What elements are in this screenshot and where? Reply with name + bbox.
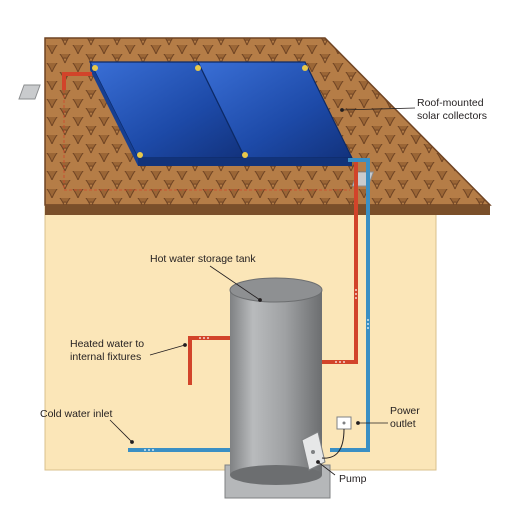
attic-dashed-line [63, 85, 350, 191]
hot-water-storage-tank [229, 277, 323, 485]
label-storage-tank: Hot water storage tank [150, 253, 256, 265]
roof-edge [45, 205, 490, 215]
hot-pipe-roof [62, 72, 92, 90]
label-pump: Pump [339, 473, 367, 485]
label-power-outlet: Power outlet [390, 405, 420, 430]
pump [301, 431, 326, 471]
hot-pipe-to-fixtures [188, 336, 230, 385]
flow-markers [335, 289, 369, 363]
pump-cable [321, 428, 345, 459]
solar-collectors [89, 61, 353, 166]
label-solar-collectors: Roof-mounted solar collectors [417, 97, 488, 122]
cold-pipe-to-collectors [330, 158, 370, 452]
mount-bracket [18, 84, 41, 100]
label-heated-water: Heated water to internal fixtures [70, 338, 145, 363]
leader-lines [109, 107, 416, 476]
label-cold-water-inlet: Cold water inlet [40, 408, 113, 420]
